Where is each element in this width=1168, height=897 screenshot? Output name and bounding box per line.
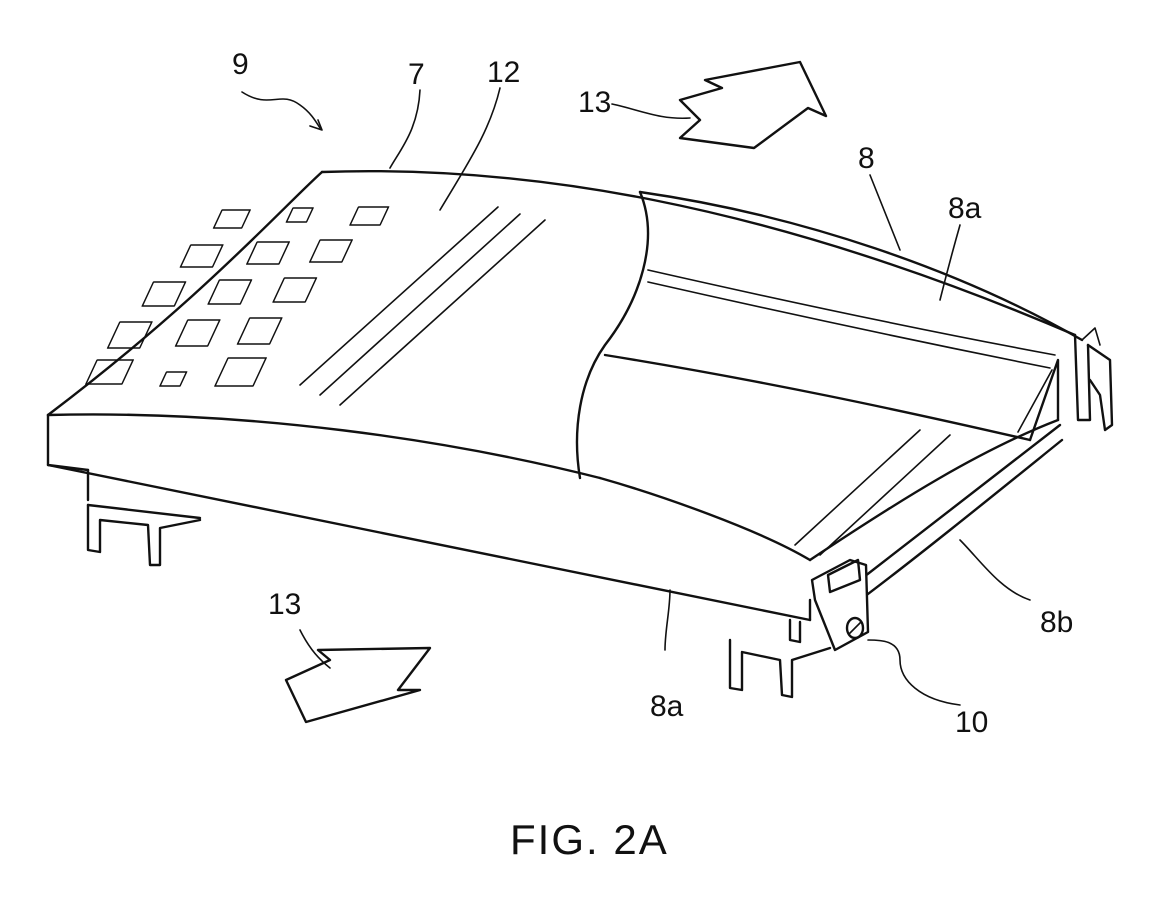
label-side-wall-front: 8a: [650, 690, 684, 723]
label-arrow-back: 13: [578, 86, 611, 119]
label-cover: 7: [408, 58, 425, 91]
label-arrow-front: 13: [268, 588, 301, 621]
reference-labels: 9 7 12 13 8 8a 8b 10 8a 13: [232, 48, 1073, 739]
label-rail: 8: [858, 142, 875, 175]
label-vent-hole: 12: [487, 56, 520, 89]
label-assembly: 9: [232, 48, 249, 81]
housing-body: [48, 171, 1112, 620]
label-end-wall: 8b: [1040, 606, 1073, 639]
arrow-front-13: [286, 648, 430, 722]
label-fastener: 10: [955, 706, 988, 739]
vent-holes: [86, 207, 545, 405]
figure-caption: FIG. 2A: [510, 816, 669, 863]
arrow-back-13: [680, 62, 826, 148]
fastener-part: [812, 560, 868, 650]
leader-lines: [242, 88, 1030, 705]
label-side-wall-back: 8a: [948, 192, 982, 225]
